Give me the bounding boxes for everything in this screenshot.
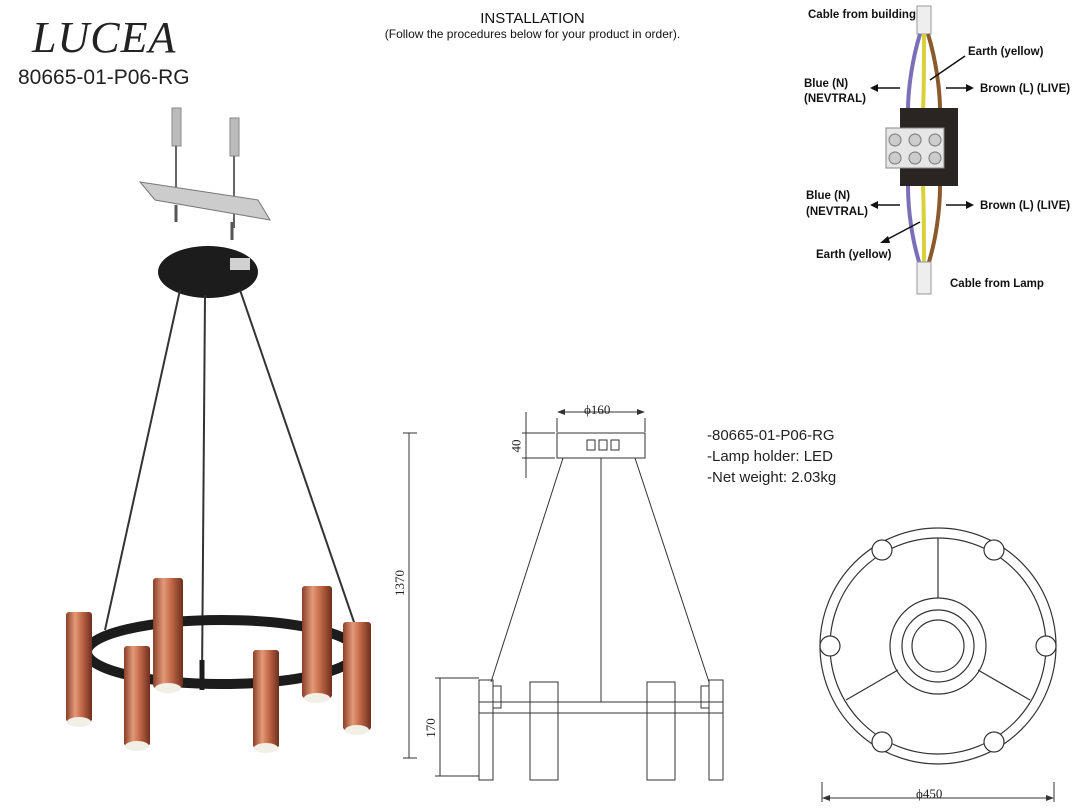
copper-tube (343, 622, 371, 730)
canopy (158, 246, 258, 298)
dim-ring-diameter: ϕ450 (916, 786, 943, 801)
wall-anchor (229, 117, 240, 157)
side-view-drawing (403, 409, 724, 781)
label-cable-lamp: Cable from Lamp (950, 278, 1044, 290)
spec-weight: -Net weight: 2.03kg (707, 469, 837, 486)
installation-title: INSTALLATION (480, 10, 585, 27)
dim-canopy-height: 40 (508, 439, 524, 453)
spec-model: -80665-01-P06-RG (707, 427, 835, 444)
brand-logo: LUCEA (32, 13, 177, 62)
copper-tube (153, 578, 183, 688)
copper-tube (302, 586, 332, 698)
wall-anchor (171, 107, 182, 147)
label-blue-top-1: Blue (N) (804, 78, 849, 90)
label-cable-building: Cable from building (808, 9, 916, 21)
label-blue-bottom-2: (NEVTRAL) (806, 206, 868, 218)
label-earth-bottom: Earth (yellow) (816, 249, 892, 261)
dim-canopy-diameter: ϕ160 (584, 402, 611, 417)
mounting-bracket (138, 181, 271, 221)
cable-sheath-top (916, 5, 932, 35)
spec-lamp-holder: -Lamp holder: LED (707, 448, 833, 465)
label-earth-top: Earth (yellow) (968, 46, 1044, 58)
wiring-diagram (870, 5, 974, 295)
installation-subtitle: (Follow the procedures below for your pr… (384, 27, 681, 41)
label-blue-bottom-1: Blue (N) (806, 190, 851, 202)
model-number: 80665-01-P06-RG (18, 66, 190, 89)
cable-sheath-bottom (916, 261, 932, 295)
label-blue-top-2: (NEVTRAL) (804, 93, 866, 105)
label-brown-bottom: Brown (L) (LIVE) (980, 200, 1071, 212)
top-view-drawing (819, 527, 1057, 802)
product-illustration (66, 107, 371, 753)
copper-tube (253, 650, 279, 748)
copper-tube (124, 646, 150, 746)
copper-tube (66, 612, 92, 722)
label-brown-top: Brown (L) (LIVE) (980, 83, 1071, 95)
dim-total-height: 1370 (392, 570, 407, 596)
dim-body-height: 170 (422, 718, 438, 738)
product-specs: -80665-01-P06-RG -Lamp holder: LED -Net … (707, 425, 836, 488)
